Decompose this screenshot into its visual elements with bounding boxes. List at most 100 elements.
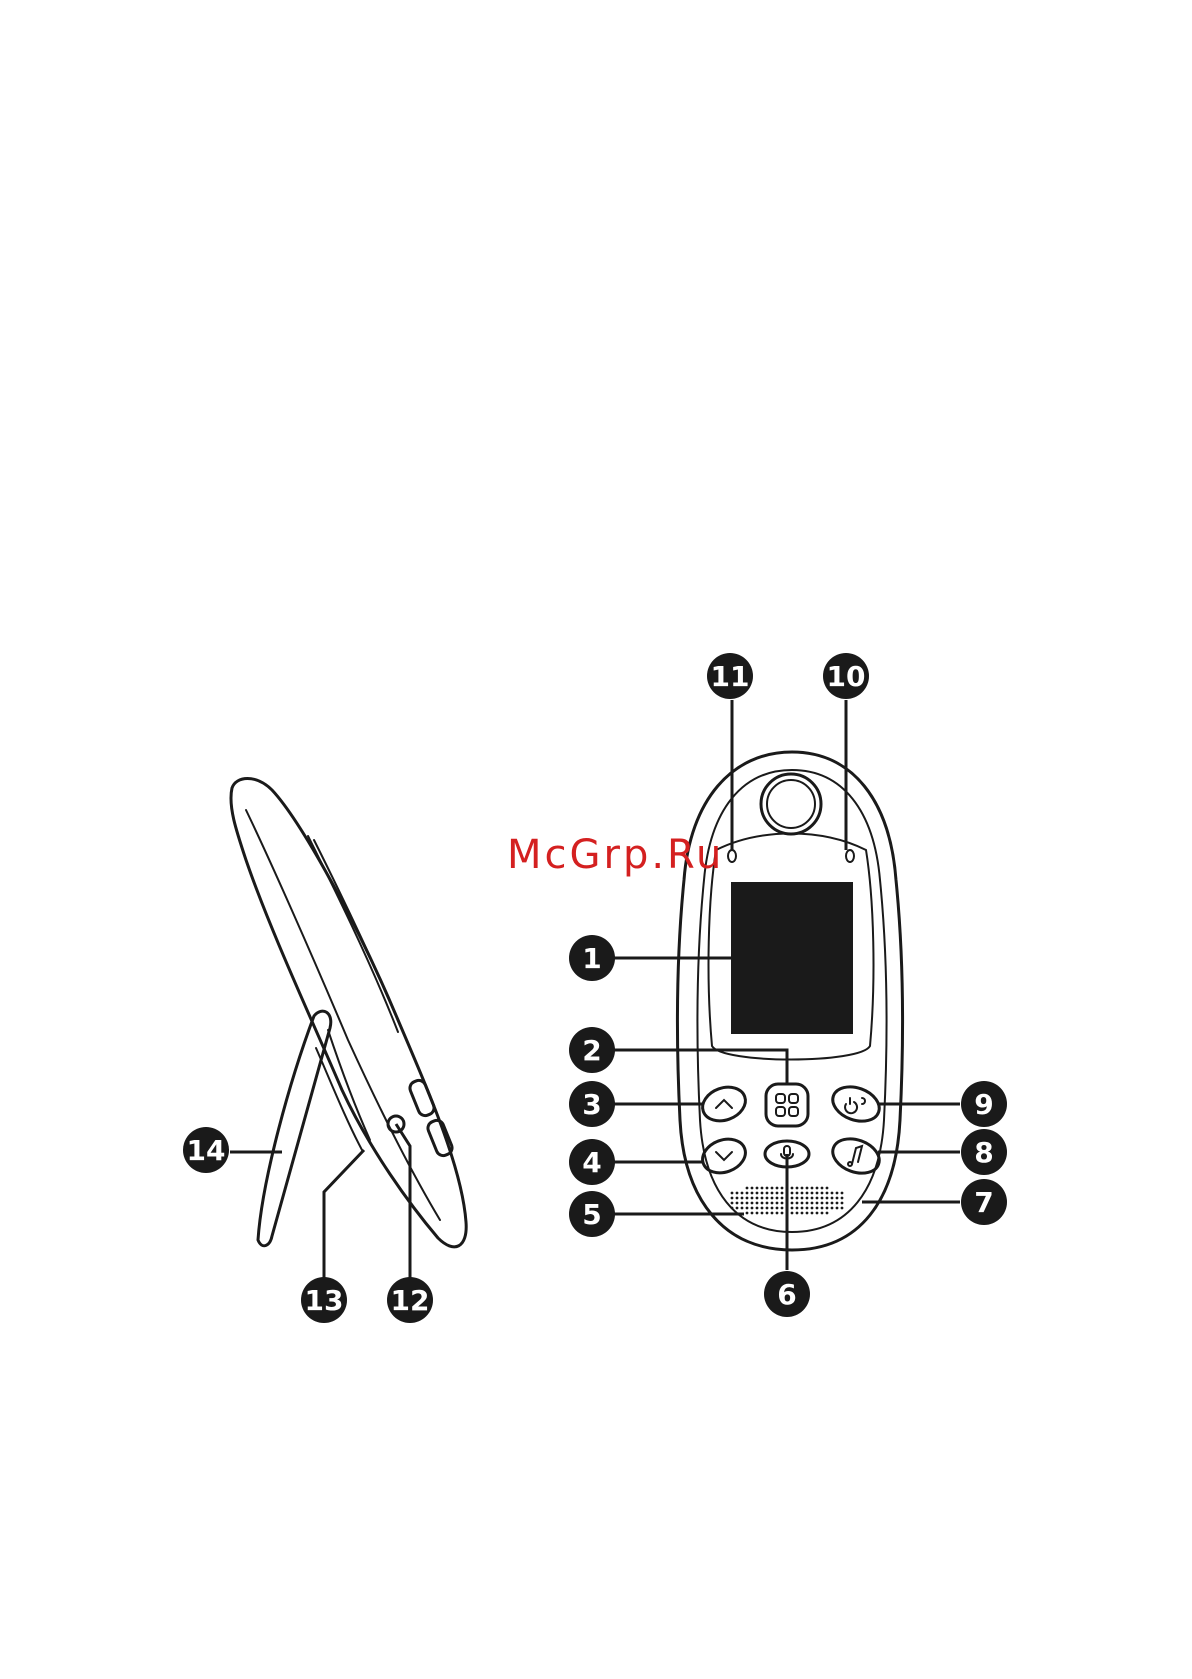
speaker-hole [816, 1212, 819, 1215]
callout-5-label: 5 [582, 1198, 601, 1231]
speaker-hole [766, 1192, 769, 1195]
speaker-hole [751, 1202, 754, 1205]
speaker-hole [756, 1197, 759, 1200]
speaker-hole [806, 1202, 809, 1205]
speaker-hole [746, 1207, 749, 1210]
speaker-hole [741, 1202, 744, 1205]
stand[interactable] [258, 1011, 331, 1246]
speaker-hole [816, 1202, 819, 1205]
power-button[interactable] [828, 1081, 884, 1127]
speaker-hole [836, 1192, 839, 1195]
speaker-hole [776, 1192, 779, 1195]
speaker-hole [781, 1207, 784, 1210]
speaker-hole [741, 1192, 744, 1195]
speaker-hole [791, 1212, 794, 1215]
speaker-hole [731, 1202, 734, 1205]
callout-3: 3 [569, 1081, 615, 1127]
speaker-hole [751, 1192, 754, 1195]
speaker-hole [826, 1192, 829, 1195]
chevron-up-icon [716, 1100, 732, 1108]
camera-lens-outer [761, 774, 821, 834]
chevron-down-icon [716, 1152, 732, 1160]
speaker-hole [736, 1197, 739, 1200]
speaker-hole [746, 1212, 749, 1215]
speaker-hole [796, 1212, 799, 1215]
speaker-hole [811, 1192, 814, 1195]
callout-1-label: 1 [582, 942, 601, 975]
speaker-hole [736, 1207, 739, 1210]
leader-13 [324, 1150, 364, 1278]
speaker-hole [796, 1197, 799, 1200]
watermark: McGrp.Ru [507, 832, 724, 878]
speaker-hole [761, 1187, 764, 1190]
speaker-hole [746, 1187, 749, 1190]
callout-14: 14 [183, 1127, 229, 1173]
callout-1: 1 [569, 935, 615, 981]
speaker-hole [761, 1207, 764, 1210]
speaker-hole [771, 1197, 774, 1200]
music-button[interactable] [828, 1133, 884, 1179]
callout-9: 9 [961, 1081, 1007, 1127]
speaker-hole [811, 1212, 814, 1215]
speaker-hole [761, 1202, 764, 1205]
speaker-hole [746, 1192, 749, 1195]
speaker-hole [816, 1187, 819, 1190]
callout-13-label: 13 [305, 1284, 344, 1317]
speaker-hole [771, 1202, 774, 1205]
leader-2 [614, 1050, 787, 1084]
speaker-hole [736, 1202, 739, 1205]
speaker-hole [826, 1207, 829, 1210]
speaker-hole [806, 1207, 809, 1210]
callout-2: 2 [569, 1027, 615, 1073]
callout-10: 10 [823, 653, 869, 699]
speaker-hole [836, 1197, 839, 1200]
side-view [231, 779, 466, 1247]
speaker-hole [771, 1187, 774, 1190]
speaker-hole [766, 1187, 769, 1190]
speaker-hole [791, 1207, 794, 1210]
speaker-hole [781, 1192, 784, 1195]
callout-2-label: 2 [582, 1034, 601, 1067]
camera-lens-inner [767, 780, 815, 828]
speaker-hole [751, 1212, 754, 1215]
speaker-hole [766, 1207, 769, 1210]
callout-4: 4 [569, 1139, 615, 1185]
callouts: 1 2 3 4 5 6 7 8 9 10 11 12 13 14 [183, 653, 1007, 1323]
speaker-hole [781, 1202, 784, 1205]
callout-8-label: 8 [974, 1136, 993, 1169]
speaker-hole [801, 1192, 804, 1195]
speaker-hole [776, 1202, 779, 1205]
side-button-top[interactable] [408, 1078, 436, 1117]
speaker-hole [776, 1212, 779, 1215]
speaker-hole [766, 1212, 769, 1215]
callout-8: 8 [961, 1129, 1007, 1175]
speaker-hole [811, 1207, 814, 1210]
speaker-hole [741, 1207, 744, 1210]
callout-14-label: 14 [187, 1134, 226, 1167]
speaker-hole [791, 1187, 794, 1190]
speaker-hole [731, 1192, 734, 1195]
callout-9-label: 9 [974, 1088, 993, 1121]
speaker-hole [751, 1187, 754, 1190]
led-left [728, 850, 736, 862]
speaker-hole [806, 1197, 809, 1200]
speaker-hole [781, 1197, 784, 1200]
speaker-hole [776, 1207, 779, 1210]
speaker-hole [816, 1192, 819, 1195]
speaker-hole [841, 1202, 844, 1205]
speaker-hole [736, 1192, 739, 1195]
speaker-hole [771, 1212, 774, 1215]
speaker-hole [801, 1187, 804, 1190]
speaker-hole [821, 1197, 824, 1200]
speaker-hole [776, 1197, 779, 1200]
speaker-hole [801, 1202, 804, 1205]
speaker-hole [821, 1202, 824, 1205]
up-button[interactable] [698, 1081, 750, 1126]
menu-button[interactable] [766, 1084, 808, 1126]
speaker-hole [796, 1192, 799, 1195]
callout-6: 6 [764, 1271, 810, 1317]
grid-menu-icon [776, 1094, 798, 1116]
lcd-screen [731, 882, 853, 1034]
speaker-hole [841, 1192, 844, 1195]
